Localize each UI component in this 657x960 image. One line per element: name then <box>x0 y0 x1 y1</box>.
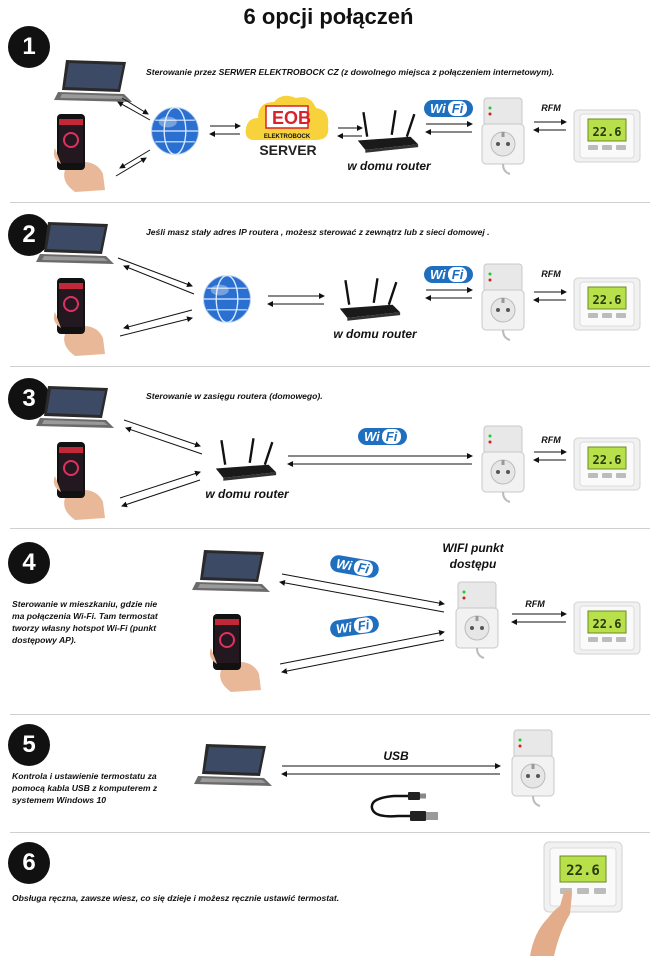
section-divider <box>10 714 650 715</box>
connection-arrows-5 <box>281 763 501 777</box>
rfm-label: RFM <box>541 435 561 445</box>
section-divider <box>10 202 650 203</box>
step-number-3: 3 <box>8 378 50 420</box>
svg-text:22.6: 22.6 <box>566 863 600 879</box>
rfm-label: RFM <box>525 599 545 609</box>
page-title: 6 opcji połączeń <box>243 4 414 29</box>
step-2-description: Jeśli masz stały adres IP routera , może… <box>146 227 490 237</box>
step-6-description: Obsługa ręczna, zawsze wiesz, co się dzi… <box>12 893 340 903</box>
usb-cable-icon <box>370 792 438 821</box>
step-4-description: Sterowanie w mieszkaniu, gdzie nie ma po… <box>12 599 158 645</box>
connection-arrows-3 <box>119 419 567 508</box>
step-1-description: Sterowanie przez SERWER ELEKTROBOCK CZ (… <box>146 67 555 77</box>
step-5-description: Kontrola i ustawienie termostatu za pomo… <box>12 771 158 805</box>
router-label: w domu router <box>333 327 417 341</box>
usb-label: USB <box>383 749 409 763</box>
step-number-2: 2 <box>8 214 50 256</box>
svg-text:EOB: EOB <box>272 108 311 128</box>
connection-arrows-2 <box>117 257 567 337</box>
step-number-1: 1 <box>8 26 50 68</box>
router-label: w domu router <box>205 487 289 501</box>
rfm-label: RFM <box>541 269 561 279</box>
access-point-label: WIFI punkt dostępu <box>442 541 504 571</box>
server-brand: ELEKTROBOCK <box>263 134 311 140</box>
section-divider <box>10 366 650 367</box>
thermostat-with-hand-icon: 22.6 <box>530 841 623 956</box>
step-3-description: Sterowanie w zasięgu routera (domowego). <box>146 391 323 401</box>
router-label: w domu router <box>347 159 431 173</box>
connection-arrows-1 <box>115 97 567 177</box>
section-divider <box>10 528 650 529</box>
elektrobock-server-icon: EOB <box>245 95 329 140</box>
server-label: SERVER <box>259 142 317 158</box>
connection-arrows-4 <box>279 573 567 674</box>
step-number-6: 6 <box>8 842 50 884</box>
rfm-label: RFM <box>541 103 561 113</box>
step-number-5: 5 <box>8 724 50 766</box>
step-number-4: 4 <box>8 542 50 584</box>
section-divider <box>10 832 650 833</box>
